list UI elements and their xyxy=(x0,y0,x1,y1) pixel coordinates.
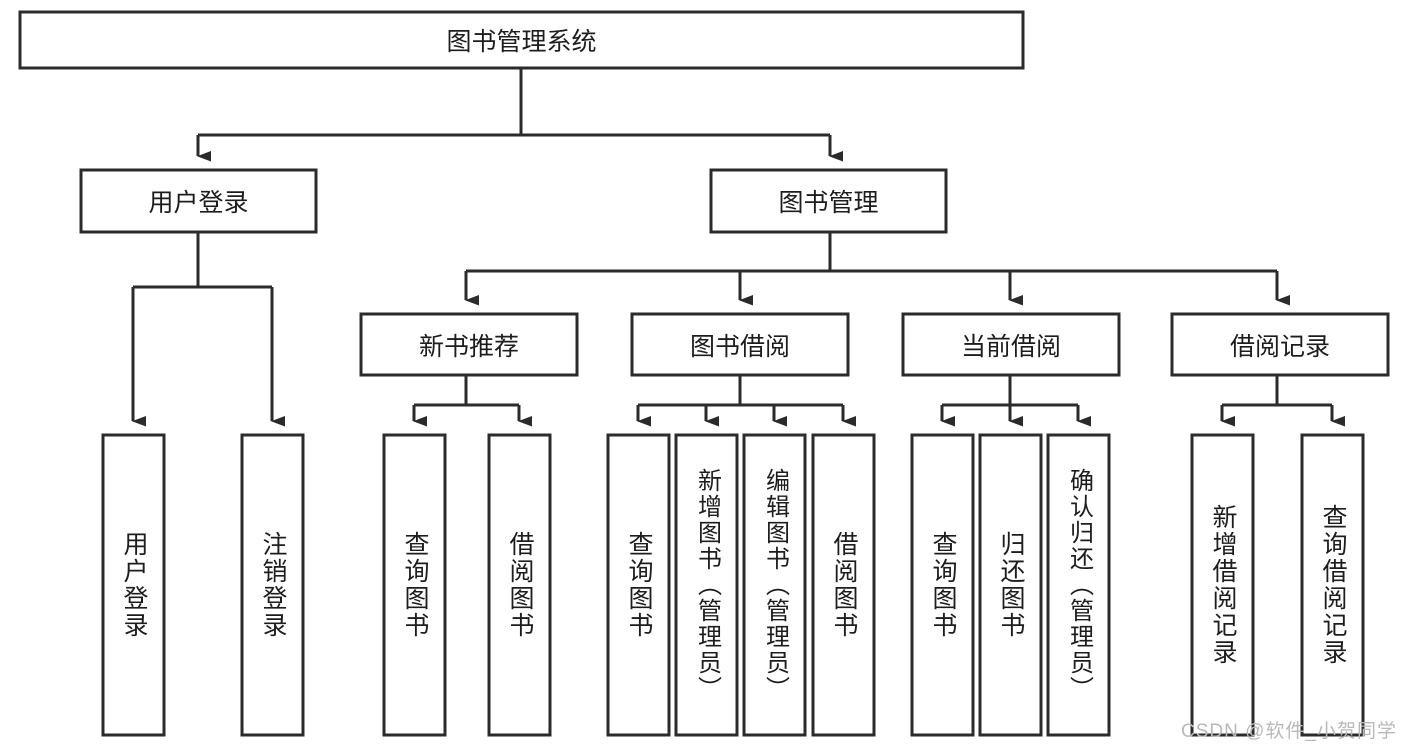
node-box-leaf-return-book[interactable] xyxy=(978,433,1043,737)
node-label-book-borrow: 图书借阅 xyxy=(689,332,790,361)
node-box-leaf-add-book[interactable] xyxy=(674,433,739,737)
node-box-leaf-borrow-book-1[interactable] xyxy=(487,433,552,737)
connector-group xyxy=(131,68,1345,427)
node-box-leaf-confirm-return[interactable] xyxy=(1046,433,1111,737)
node-box-current-borrow[interactable] xyxy=(901,312,1121,377)
node-box-leaf-query-book-3[interactable] xyxy=(910,433,975,737)
node-box-leaf-query-record[interactable] xyxy=(1300,433,1365,737)
node-label-current-borrow: 当前借阅 xyxy=(960,332,1061,361)
node-box-book-manage[interactable] xyxy=(709,168,948,234)
node-box-leaf-borrow-book-2[interactable] xyxy=(811,433,876,737)
node-box-leaf-query-book-1[interactable] xyxy=(382,433,447,737)
node-label-user-login: 用户登录 xyxy=(148,189,249,217)
node-box-book-borrow[interactable] xyxy=(630,312,850,377)
node-box-leaf-add-record[interactable] xyxy=(1190,433,1255,737)
node-box-borrow-record[interactable] xyxy=(1170,312,1390,377)
node-rect-group xyxy=(18,10,1390,737)
node-box-leaf-edit-book[interactable] xyxy=(742,433,807,737)
node-box-user-login[interactable] xyxy=(79,168,318,234)
node-box-new-book-rec[interactable] xyxy=(359,312,579,377)
node-label-root: 图书管理系统 xyxy=(446,28,597,56)
node-box-root[interactable] xyxy=(18,10,1025,70)
node-label-book-manage: 图书管理 xyxy=(778,189,879,217)
node-box-leaf-logout-login[interactable] xyxy=(240,433,305,737)
node-box-leaf-user-login[interactable] xyxy=(101,433,166,737)
node-label-new-book-rec: 新书推荐 xyxy=(418,332,519,361)
node-box-leaf-query-book-2[interactable] xyxy=(606,433,671,737)
node-label-borrow-record: 借阅记录 xyxy=(1229,332,1330,361)
